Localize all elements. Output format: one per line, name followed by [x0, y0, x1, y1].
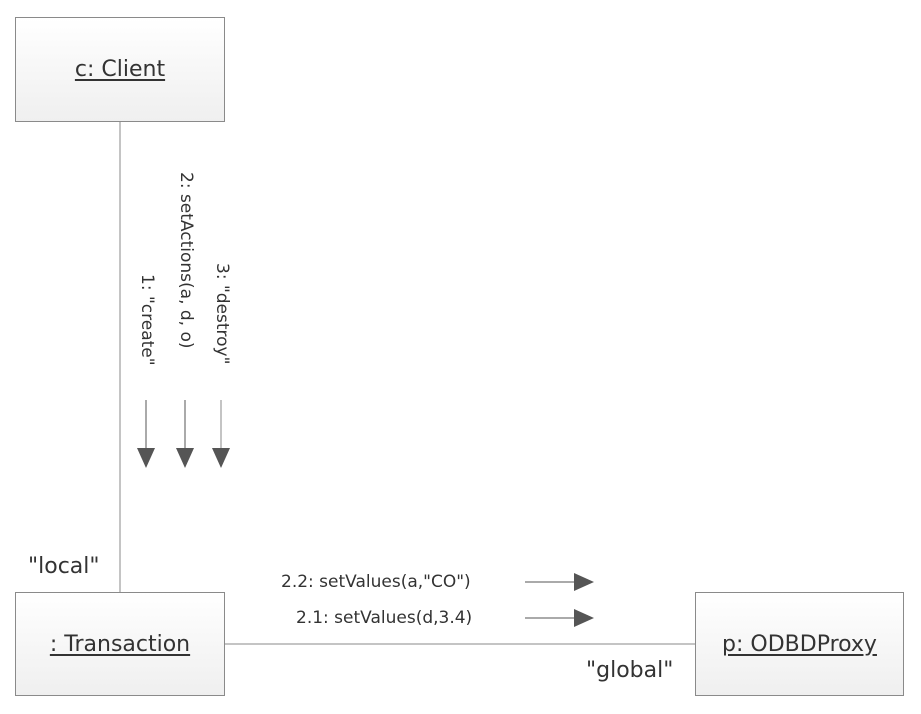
message-setvalues-a: 2.2: setValues(a,"CO") [281, 572, 471, 592]
object-transaction-label: : Transaction [49, 631, 191, 657]
arrow-setvalues-d [525, 609, 594, 627]
object-transaction[interactable]: : Transaction [15, 592, 225, 696]
object-client[interactable]: c: Client [15, 17, 225, 122]
message-destroy: 3: "destroy" [212, 263, 232, 365]
role-local: "local" [28, 554, 100, 579]
object-proxy[interactable]: p: ODBDProxy [695, 592, 904, 696]
message-setvalues-d: 2.1: setValues(d,3.4) [296, 608, 473, 628]
message-setactions: 2: setActions(a, d, o) [176, 172, 196, 349]
arrow-create [137, 400, 155, 468]
object-proxy-label: p: ODBDProxy [722, 631, 877, 657]
role-global: "global" [586, 658, 674, 683]
message-create: 1: "create" [137, 274, 157, 366]
arrow-setvalues-a [525, 573, 594, 591]
object-client-label: c: Client [74, 57, 166, 82]
arrow-setactions [176, 400, 194, 468]
arrow-destroy [212, 400, 230, 468]
